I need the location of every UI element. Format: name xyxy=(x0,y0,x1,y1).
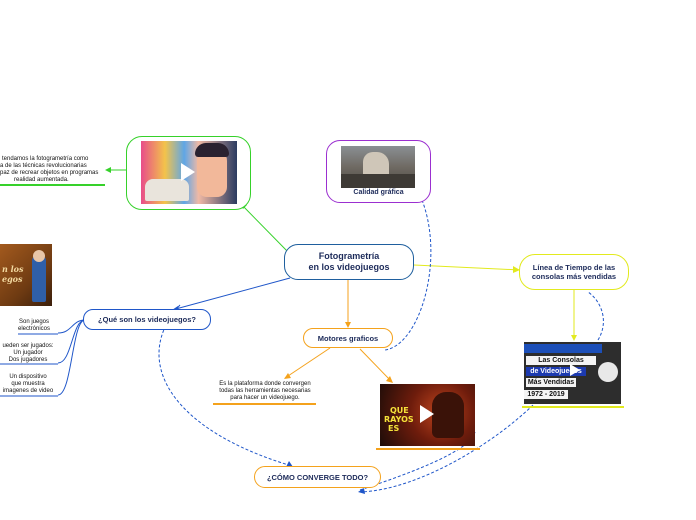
central-topic[interactable]: Fotogrametría en los videojuegos xyxy=(284,244,414,280)
fotogrametria-line1: tendamos la fotogrametría como xyxy=(2,156,89,162)
dispositivo-text: Un dispositivo que muestra imagenes de v… xyxy=(0,374,56,395)
card-controller-icon xyxy=(598,362,618,382)
arrowhead-converge-right xyxy=(358,488,365,494)
arrowhead-motorvideo xyxy=(386,376,393,383)
arrowhead-motortext xyxy=(284,373,291,379)
game-logo-line1: n los xyxy=(2,264,24,274)
play-icon xyxy=(181,163,195,181)
que-son-node[interactable]: ¿Qué son los videojuegos? xyxy=(83,309,211,330)
rock-shape xyxy=(341,174,415,188)
connector-motores-text xyxy=(284,347,331,379)
motor-line2: todas las herramientas necesarias xyxy=(219,388,311,394)
connector-central-queson xyxy=(171,277,291,311)
card-blue-bar xyxy=(524,344,602,353)
card-line4: 1972 - 2019 xyxy=(524,390,568,399)
arrowhead-timeline xyxy=(513,266,520,273)
central-title-line1: Fotogrametría xyxy=(318,251,380,261)
calidad-grafica-label: Calidad gráfica xyxy=(353,189,404,196)
card-line3: Más Vendidas xyxy=(526,378,576,387)
connector-motores-video xyxy=(359,348,393,383)
motor-line3: para hacer un videojuego. xyxy=(230,395,300,401)
dispositivo-line2: que muestra xyxy=(11,381,45,387)
timeline-card-image[interactable]: Las Consolas de Videojuegos Más Vendidas… xyxy=(524,342,621,404)
son-juegos-line1: Son juegos xyxy=(18,319,50,325)
connector-central-timeline xyxy=(413,264,521,271)
relation-calidad-motores xyxy=(384,199,432,351)
son-juegos-text: Son juegos electrónicos xyxy=(12,319,56,333)
overlay-line1: QUE xyxy=(390,406,409,415)
fotogrametria-line2: a de las técnicas revolucionarias xyxy=(0,163,87,169)
connector-central-video xyxy=(239,202,291,255)
character-head xyxy=(33,250,45,262)
game-logo-line2: egos xyxy=(2,274,23,284)
relation-card-timeline xyxy=(587,291,604,341)
central-title-line2: en los videojuegos xyxy=(308,262,390,272)
motor-line1: Es la plataforma donde convergen xyxy=(219,381,311,387)
como-converge-node[interactable]: ¿CÓMO CONVERGE TODO? xyxy=(254,466,381,488)
dispositivo-line1: Un dispositivo xyxy=(9,374,47,380)
person-hair xyxy=(195,143,229,157)
arrowhead-text xyxy=(105,167,111,173)
jugados-line3: Dos jugadores xyxy=(8,357,48,363)
fotogrametria-line4: realidad aumentada. xyxy=(14,177,69,183)
fotogrametria-line3: paz de recrear objetos en programas xyxy=(0,170,99,176)
motor-description: Es la plataforma donde convergen todas l… xyxy=(210,381,320,402)
overlay-line2: RAYOS xyxy=(384,415,414,424)
arrowhead-motores xyxy=(345,322,351,328)
character-figure xyxy=(32,254,46,302)
videojuego-image: n los egos xyxy=(0,244,52,306)
jugados-text: ueden ser jugados: Un jugador Dos jugado… xyxy=(0,343,56,364)
card-line1: Las Consolas xyxy=(526,356,596,365)
card-line2: de Videojuegos xyxy=(526,367,586,376)
relation-card-converge xyxy=(359,397,541,493)
jugados-line1: ueden ser jugados: xyxy=(2,343,54,349)
jugados-line2: Un jugador xyxy=(13,350,43,356)
dispositivo-line3: imagenes de video xyxy=(2,388,54,394)
arrowhead-card xyxy=(571,335,577,341)
card-play-icon xyxy=(570,364,580,376)
fotogrametria-description: tendamos la fotogrametría como a de las … xyxy=(0,156,106,184)
play-icon xyxy=(420,405,434,423)
connector-queson-dispositivo xyxy=(57,319,86,396)
demon-figure xyxy=(432,392,464,438)
skull-pile xyxy=(145,179,189,201)
relation-converge-video xyxy=(359,431,476,491)
overlay-line3: ES xyxy=(388,424,400,433)
fotogrametria-video-thumbnail[interactable] xyxy=(141,141,237,204)
linea-tiempo-node[interactable]: Línea de Tiempo de las consolas más vend… xyxy=(519,254,629,290)
arrowhead-converge-left xyxy=(286,461,293,467)
son-juegos-line2: electrónicos xyxy=(17,326,50,332)
motores-video-thumbnail[interactable]: QUE RAYOS ES xyxy=(380,384,475,446)
motores-graficos-node[interactable]: Motores graficos xyxy=(303,328,393,348)
calidad-grafica-image xyxy=(341,146,415,188)
